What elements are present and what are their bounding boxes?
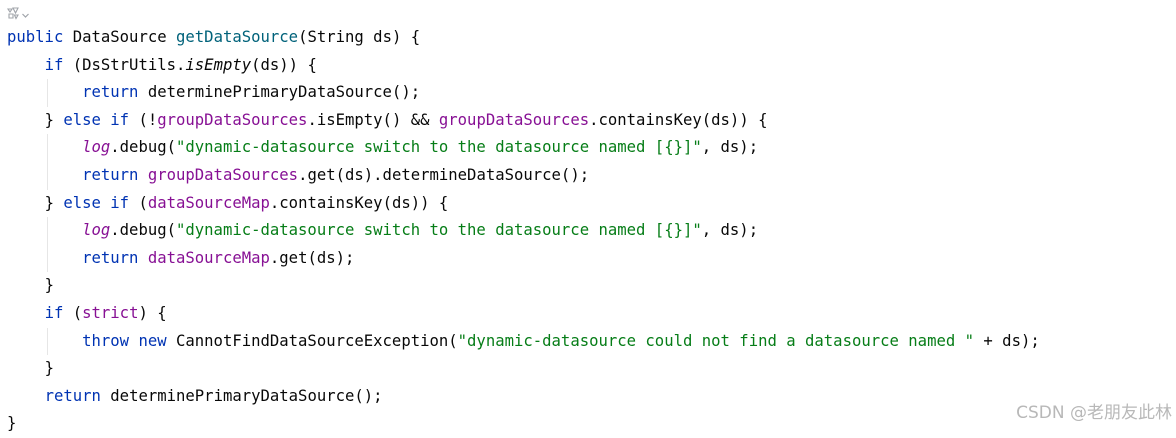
code-token: }	[44, 359, 54, 378]
code-token: .get(ds).determineDataSource();	[298, 165, 590, 184]
code-token: groupDataSources	[147, 165, 299, 184]
code-token: log	[82, 138, 111, 157]
code-token: groupDataSources	[438, 110, 590, 129]
code-token: (String ds) {	[298, 28, 421, 46]
code-indent	[7, 138, 82, 156]
code-token: public	[7, 28, 64, 46]
code-token: , ds);	[701, 138, 759, 157]
code-token: (ds)) {	[251, 55, 317, 74]
code-line[interactable]: return groupDataSources.get(ds).determin…	[7, 161, 1176, 190]
indent-guide	[47, 217, 48, 245]
code-token: else if	[63, 193, 130, 212]
code-line[interactable]: }	[7, 272, 1176, 300]
code-token: + ds);	[974, 331, 1040, 350]
code-token: .get(ds);	[269, 248, 355, 267]
code-line[interactable]: log.debug("dynamic-datasource switch to …	[7, 134, 1176, 162]
code-indent	[7, 56, 45, 74]
code-token: .debug(	[110, 138, 176, 157]
code-token: }	[44, 193, 64, 212]
code-token: return	[44, 386, 101, 405]
code-line[interactable]: } else if (dataSourceMap.containsKey(ds)…	[7, 190, 1176, 218]
code-token: dataSourceMap	[147, 248, 270, 267]
code-token: }	[7, 414, 17, 433]
code-line[interactable]: return dataSourceMap.get(ds);	[7, 244, 1176, 273]
code-token: log	[82, 221, 111, 240]
code-token: (	[129, 193, 148, 212]
indent-guide	[47, 79, 48, 107]
code-token: "dynamic-datasource could not find a dat…	[457, 331, 975, 350]
code-token: dataSourceMap	[147, 193, 270, 212]
indent-guide	[47, 327, 48, 356]
code-line[interactable]: }	[7, 355, 1176, 383]
code-token: strict	[82, 303, 139, 322]
code-indent	[7, 387, 45, 405]
code-indent	[7, 359, 45, 377]
code-token	[138, 249, 147, 267]
code-token: determinePrimaryDataSource();	[100, 386, 383, 405]
code-indent	[7, 111, 45, 129]
code-indent	[7, 249, 82, 267]
code-indent	[7, 304, 45, 322]
code-token: determinePrimaryDataSource();	[138, 83, 421, 102]
code-line[interactable]: if (strict) {	[7, 300, 1176, 328]
code-token: (DsStrUtils.	[63, 55, 186, 74]
code-indent	[7, 194, 45, 212]
code-token: groupDataSources	[157, 110, 308, 129]
code-token: }	[44, 276, 54, 295]
code-token: if	[44, 303, 64, 322]
code-line[interactable]: return determinePrimaryDataSource();	[7, 383, 1176, 411]
code-token: "dynamic-datasource switch to the dataso…	[176, 221, 702, 240]
code-indent	[7, 166, 82, 184]
code-indent	[7, 83, 82, 101]
code-line[interactable]: return determinePrimaryDataSource();	[7, 79, 1176, 107]
code-token: .containsKey(ds)) {	[589, 110, 768, 129]
editor-gutter-icons[interactable]	[6, 4, 30, 24]
code-line[interactable]: throw new CannotFindDataSourceException(…	[7, 327, 1176, 356]
code-line[interactable]: } else if (!groupDataSources.isEmpty() &…	[7, 107, 1176, 135]
code-line[interactable]: log.debug("dynamic-datasource switch to …	[7, 217, 1176, 245]
code-token: getDataSource	[176, 28, 299, 46]
code-token: throw new	[82, 331, 167, 350]
ai-assistant-icon[interactable]	[6, 5, 20, 24]
code-token	[138, 166, 147, 184]
watermark: CSDN @老朋友此林	[1016, 403, 1172, 423]
code-token: return	[82, 248, 139, 267]
code-token: return	[82, 83, 139, 102]
code-token: .containsKey(ds)) {	[269, 193, 449, 212]
code-line[interactable]: }	[7, 410, 1176, 438]
code-indent	[7, 221, 82, 239]
code-editor[interactable]: public DataSource getDataSource(String d…	[7, 24, 1176, 438]
code-indent	[7, 332, 82, 350]
indent-guide	[47, 134, 48, 162]
code-indent	[7, 276, 45, 294]
code-token: ) {	[138, 303, 167, 322]
code-token: isEmpty	[185, 55, 252, 74]
code-token: (!	[129, 110, 158, 129]
code-token: , ds);	[701, 221, 759, 240]
code-token: return	[82, 165, 139, 184]
code-token: .debug(	[110, 221, 176, 240]
code-token: DataSource	[63, 28, 177, 46]
indent-guide	[47, 244, 48, 273]
code-token: "dynamic-datasource switch to the dataso…	[176, 138, 702, 157]
chevron-down-icon[interactable]	[21, 5, 30, 24]
code-line[interactable]: public DataSource getDataSource(String d…	[7, 24, 1176, 52]
code-token: }	[44, 110, 64, 129]
code-token: else if	[63, 110, 130, 129]
indent-guide	[47, 161, 48, 190]
code-token: CannotFindDataSourceException(	[166, 331, 458, 350]
code-token: .isEmpty() &&	[307, 110, 439, 129]
code-token: if	[44, 55, 64, 74]
code-line[interactable]: if (DsStrUtils.isEmpty(ds)) {	[7, 52, 1176, 80]
code-token: (	[63, 303, 83, 322]
